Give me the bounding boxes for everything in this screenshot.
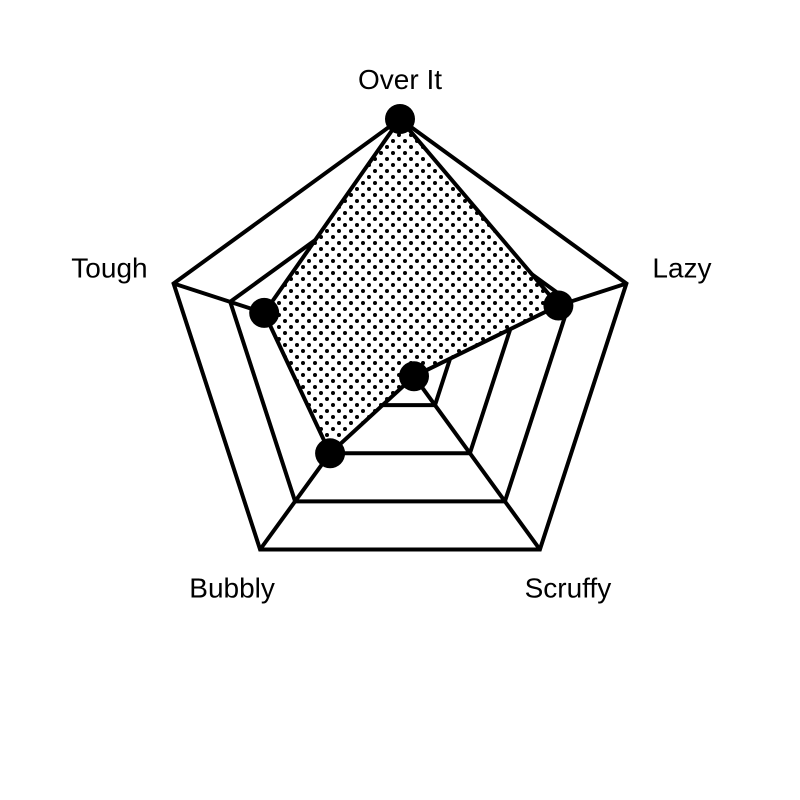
data-area — [261, 115, 562, 457]
axis-label-bubbly: Bubbly — [189, 573, 275, 604]
spoke-scruffy — [398, 355, 542, 551]
data-point-lazy — [543, 290, 574, 321]
axis-label-scruffy: Scruffy — [525, 573, 612, 604]
axis-label-lazy: Lazy — [652, 253, 711, 284]
grid-ring-3 — [227, 176, 573, 504]
data-point-over-it — [385, 104, 415, 134]
data-point-scruffy — [399, 361, 429, 392]
data-point-bubbly — [315, 438, 346, 469]
grid-ring-4 — [171, 116, 629, 552]
radar-series — [249, 104, 574, 469]
data-point-tough — [249, 297, 280, 328]
axis-label-tough: Tough — [71, 253, 147, 284]
axis-label-over-it: Over It — [358, 64, 442, 95]
